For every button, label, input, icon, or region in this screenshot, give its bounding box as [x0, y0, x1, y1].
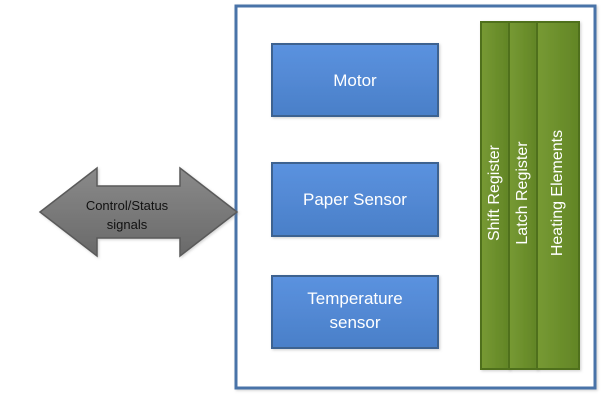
latch-register-column: [508, 21, 538, 370]
motor-block: [271, 43, 439, 117]
paper-sensor-block: [271, 162, 439, 237]
control-status-arrow: [38, 166, 239, 258]
paper-sensor-label: Paper Sensor: [303, 190, 407, 209]
heating-elements-label: Heating Elements: [549, 130, 566, 256]
temperature-label-line1: Temperature: [307, 289, 402, 308]
double-arrow-icon: [38, 166, 239, 258]
shift-register-label: Shift Register: [486, 144, 503, 241]
latch-register-label: Latch Register: [514, 141, 531, 245]
motor-label: Motor: [333, 71, 377, 90]
shift-register-column: [480, 21, 510, 370]
arrow-label-line1: Control/Status: [86, 198, 169, 213]
arrow-label-line2: signals: [107, 217, 148, 232]
heating-elements-column: [536, 21, 580, 370]
temperature-label-line2: sensor: [329, 313, 380, 332]
temperature-sensor-block: [271, 275, 439, 349]
